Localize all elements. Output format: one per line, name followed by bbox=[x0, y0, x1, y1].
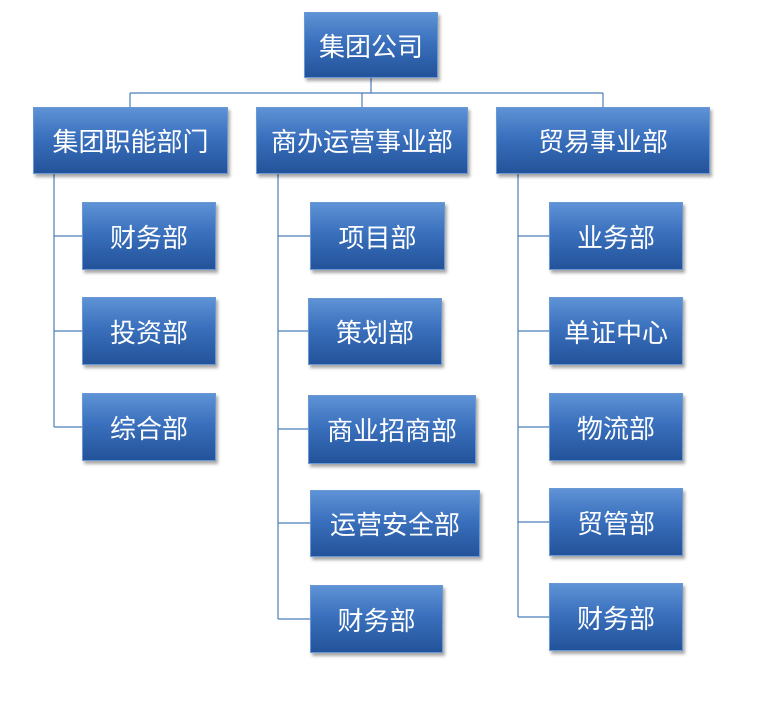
division-node-trade: 贸易事业部 bbox=[496, 107, 710, 174]
department-node: 财务部 bbox=[310, 585, 443, 653]
department-node: 商业招商部 bbox=[308, 395, 476, 464]
division-node-functional: 集团职能部门 bbox=[33, 107, 228, 174]
division-node-commercial-operations: 商办运营事业部 bbox=[256, 107, 468, 174]
department-node: 物流部 bbox=[549, 393, 683, 461]
department-node: 投资部 bbox=[82, 297, 216, 365]
department-node: 单证中心 bbox=[549, 297, 683, 365]
department-node: 运营安全部 bbox=[310, 490, 480, 557]
root-node: 集团公司 bbox=[304, 12, 438, 78]
department-node: 策划部 bbox=[308, 298, 442, 365]
department-node: 财务部 bbox=[82, 202, 216, 270]
department-node: 业务部 bbox=[549, 202, 683, 270]
department-node: 项目部 bbox=[310, 202, 445, 270]
department-node: 综合部 bbox=[82, 393, 216, 461]
department-node: 贸管部 bbox=[549, 488, 683, 556]
department-node: 财务部 bbox=[549, 583, 683, 651]
